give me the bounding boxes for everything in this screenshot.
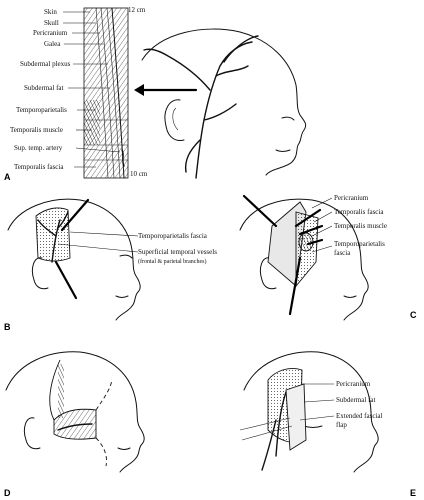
layer-label-sup-temp-artery: Sup. temp. artery bbox=[14, 144, 63, 152]
label-b-vessel-branches: (frontal & parietal branches) bbox=[138, 258, 206, 265]
head-profile-b bbox=[7, 198, 141, 321]
layer-label-skin: Skin bbox=[44, 8, 57, 16]
panel-e: Pericranium Subdermal fat Extended fasci… bbox=[239, 351, 416, 498]
layer-label-pericranium: Pericranium bbox=[33, 29, 68, 37]
head-profile-e bbox=[239, 351, 379, 473]
head-profile-d bbox=[5, 351, 145, 473]
label-e-subdermal-fat: Subdermal fat bbox=[336, 396, 376, 404]
layer-label-temporoparietalis: Temporoparietalis bbox=[16, 106, 67, 114]
layer-label-temporalis-muscle: Temporalis muscle bbox=[10, 126, 63, 134]
panel-letter-e: E bbox=[410, 488, 416, 498]
panel-c: Pericranium Temporalis fascia Temporalis… bbox=[239, 194, 417, 321]
label-c-fascia: fascia bbox=[334, 249, 351, 257]
label-c-pericranium: Pericranium bbox=[334, 194, 369, 202]
panel-letter-d: D bbox=[4, 488, 11, 498]
layer-label-subdermal-plexus: Subdermal plexus bbox=[20, 60, 71, 68]
label-c-temporalis-fascia: Temporalis fascia bbox=[334, 208, 384, 216]
tissue-cross-section bbox=[83, 7, 129, 179]
label-b-superficial-temporal-vessels: Superficial temporal vessels bbox=[138, 248, 217, 256]
layer-label-subdermal-fat: Subdermal fat bbox=[24, 84, 64, 92]
panel-b: Temporoparietalis fascia Superficial tem… bbox=[4, 198, 217, 332]
label-e-extended-fascial: Extended fascial bbox=[336, 412, 383, 420]
panel-letter-b: B bbox=[4, 322, 11, 332]
scale-bottom-label: 10 cm bbox=[130, 170, 148, 178]
layer-label-galea: Galea bbox=[44, 40, 61, 48]
panel-d: D bbox=[4, 351, 145, 498]
label-b-temporoparietalis-fascia: Temporoparietalis fascia bbox=[138, 232, 208, 240]
panel-a: 12 cm 10 cm Skin Skull Pericranium Galea… bbox=[4, 6, 307, 182]
panel-letter-c: C bbox=[410, 310, 417, 320]
head-profile-c bbox=[239, 194, 369, 321]
head-profile-a bbox=[141, 28, 307, 179]
label-c-temporalis-muscle: Temporalis muscle bbox=[334, 222, 387, 230]
layer-labels: Skin Skull Pericranium Galea Subdermal p… bbox=[10, 8, 121, 171]
panel-letter-a: A bbox=[4, 172, 11, 182]
pointer-arrow-a bbox=[134, 84, 198, 96]
layer-label-temporalis-fascia: Temporalis fascia bbox=[14, 163, 64, 171]
label-e-flap: flap bbox=[336, 421, 347, 429]
label-c-temporoparietalis: Temporoparietalis bbox=[334, 240, 385, 248]
layer-label-skull: Skull bbox=[44, 19, 59, 27]
label-e-pericranium: Pericranium bbox=[336, 380, 371, 388]
scale-top-label: 12 cm bbox=[128, 6, 146, 14]
